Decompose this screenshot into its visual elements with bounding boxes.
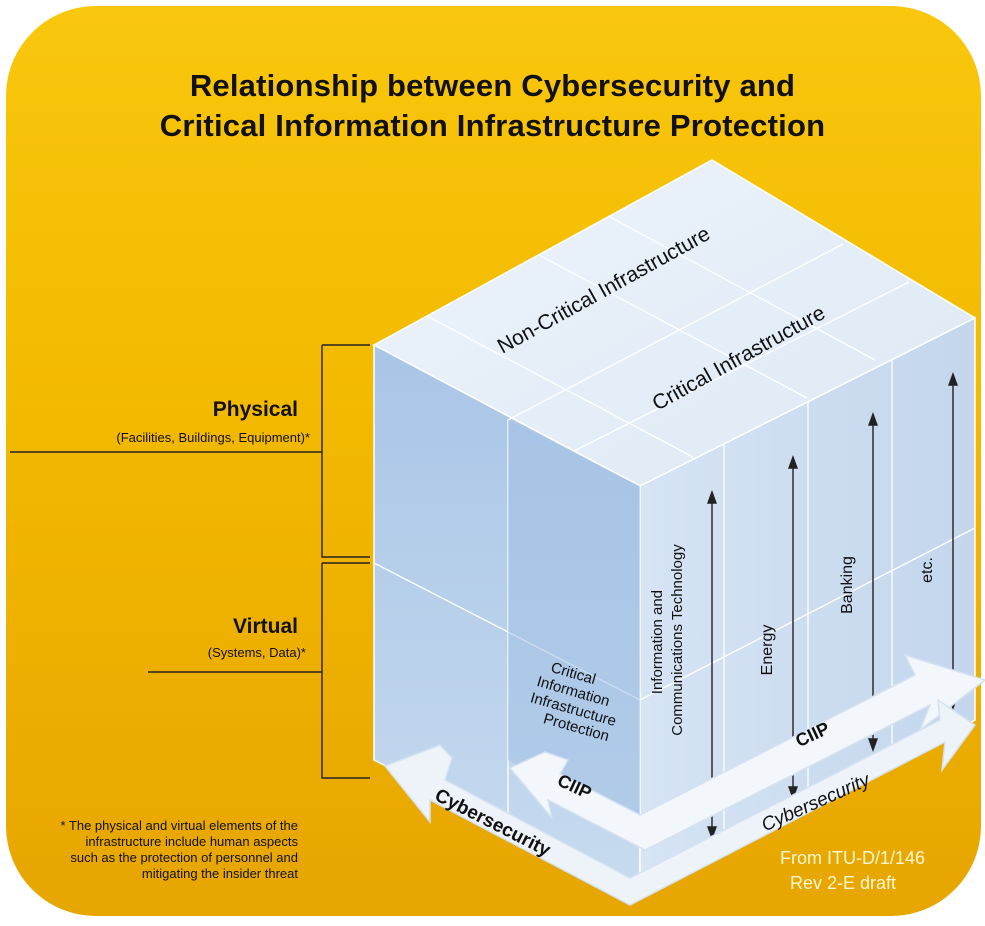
sector-arrows xyxy=(707,371,958,841)
ciip-box xyxy=(508,420,640,830)
physical-label: Physical xyxy=(212,398,298,421)
ciip-box-label: Critical Information Infrastructure Prot… xyxy=(528,659,618,745)
top-grid-lines xyxy=(426,216,910,458)
physical-bracket xyxy=(321,344,370,558)
arrows-ciip-cybersecurity xyxy=(383,653,985,906)
virtual-bracket xyxy=(321,562,370,779)
footnote: * The physical and virtual elements of t… xyxy=(60,818,298,881)
title-line-1: Relationship between Cybersecurity and xyxy=(189,68,796,103)
ciip-arrow xyxy=(508,653,985,851)
title-line-2: Critical Information Infrastructure Prot… xyxy=(159,108,826,143)
label-ict: Information and Communications Technolog… xyxy=(649,544,686,736)
virtual-sublabel: (Systems, Data)* xyxy=(207,645,306,660)
label-etc: etc. xyxy=(919,557,936,583)
physical-sublabel: (Facilities, Buildings, Equipment)* xyxy=(116,430,310,445)
virtual-label: Virtual xyxy=(233,615,298,638)
credit-line-1: From ITU-D/1/146 xyxy=(780,848,926,868)
label-banking: Banking xyxy=(839,556,856,614)
cybersecurity-arrow xyxy=(383,698,977,906)
label-energy: Energy xyxy=(759,625,776,676)
credit-line-2: Rev 2-E draft xyxy=(790,873,897,893)
